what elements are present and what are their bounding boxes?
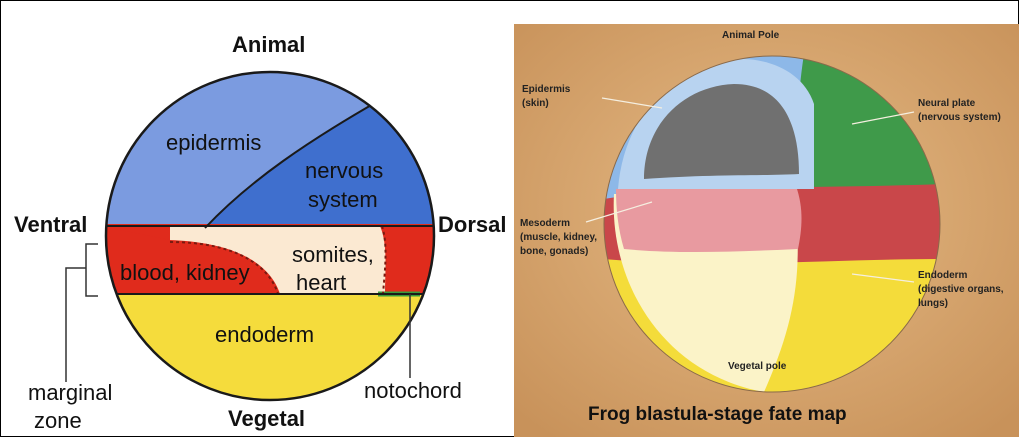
mesoderm-label-2: (muscle, kidney, <box>520 232 597 243</box>
somites-label-2: heart <box>296 270 346 295</box>
neural-plate-label-2: (nervous system) <box>918 112 1001 123</box>
nervous-label-2: system <box>308 187 378 212</box>
endoderm-label: endoderm <box>215 322 314 347</box>
epidermis-label-1: Epidermis <box>522 84 571 95</box>
dorsal-label: Dorsal <box>438 212 506 237</box>
vegetal-label: Vegetal <box>228 406 305 431</box>
notochord-label: notochord <box>364 378 462 403</box>
endoderm-label-3: lungs) <box>918 298 948 309</box>
somites-label-1: somites, <box>292 242 374 267</box>
marginal-zone-label-1: marginal <box>28 380 112 405</box>
ventral-label: Ventral <box>14 212 87 237</box>
endoderm-label-2: (digestive organs, <box>918 284 1004 295</box>
mesoderm-label-1: Mesoderm <box>520 218 570 229</box>
marginal-zone-label-2: zone <box>34 408 82 433</box>
fate-map-title: Frog blastula-stage fate map <box>588 404 847 425</box>
blood-kidney-label: blood, kidney <box>120 260 250 285</box>
cut-face-mesoderm <box>616 183 802 252</box>
frog-blastula-fate-map: Animal Pole Epidermis (skin) Neural plat… <box>514 24 1019 437</box>
epidermis-label-2: (skin) <box>522 98 549 109</box>
vegetal-pole-label: Vegetal pole <box>728 361 787 372</box>
endoderm-label-1: Endoderm <box>918 270 968 281</box>
animal-pole-label: Animal Pole <box>722 30 780 41</box>
animal-label: Animal <box>232 32 305 57</box>
neural-plate-label-1: Neural plate <box>918 98 976 109</box>
mesoderm-label-3: bone, gonads) <box>520 246 588 257</box>
marginal-zone-bracket <box>66 244 98 382</box>
simple-fate-map: Animal Vegetal Ventral Dorsal epidermis … <box>0 0 510 437</box>
epidermis-label: epidermis <box>166 130 261 155</box>
nervous-label-1: nervous <box>305 158 383 183</box>
